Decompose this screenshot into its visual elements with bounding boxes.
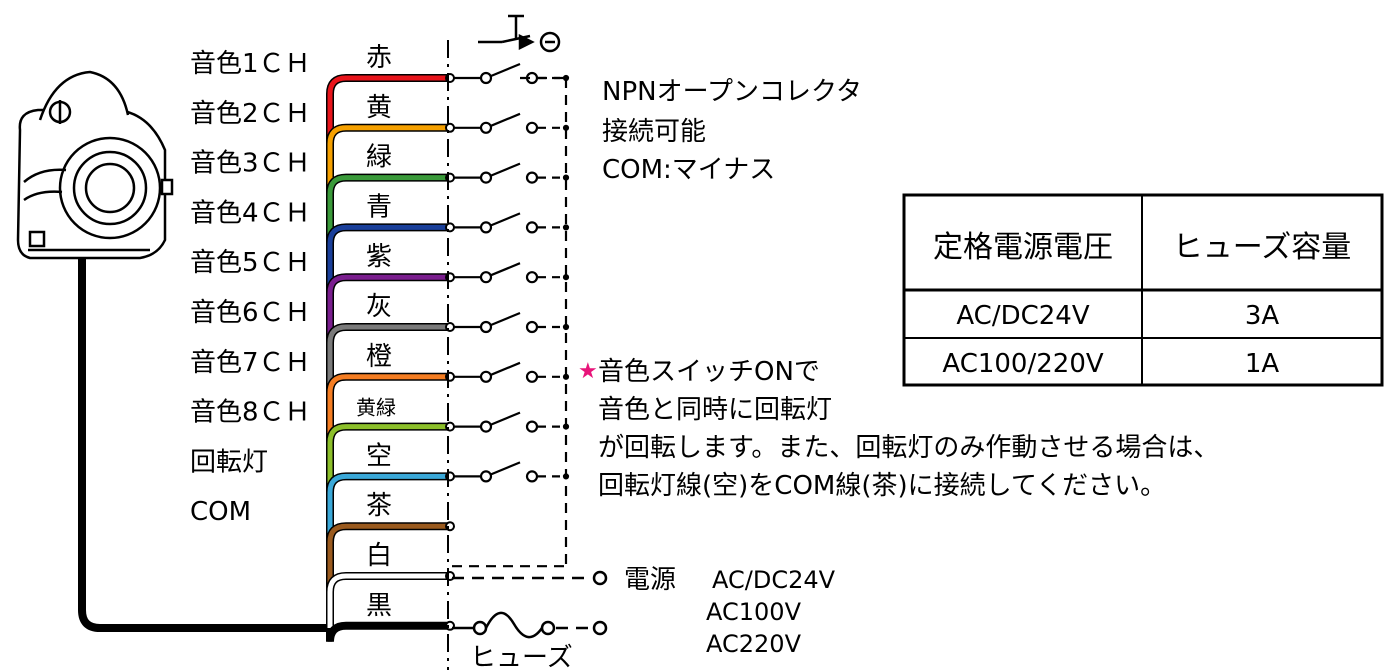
wire-1 xyxy=(327,125,448,628)
rotary-note: ★ 音色スイッチONで 音色と同時に回転灯 が回転します。また、回転灯のみ作動さ… xyxy=(578,357,1219,501)
rotary-note-line-1: 音色スイッチONで xyxy=(598,357,820,387)
switch-0 xyxy=(454,62,570,85)
channel-label-9: COM xyxy=(190,497,251,527)
rotary-note-line-2: 音色と同時に回転灯 xyxy=(598,395,832,425)
switch-8 xyxy=(454,461,570,483)
wire-8-color-label: 空 xyxy=(366,441,392,471)
switch-4 xyxy=(454,262,570,284)
channel-label-5: 音色6ＣＨ xyxy=(190,298,311,328)
switch-2 xyxy=(454,162,570,184)
wire-0 xyxy=(327,75,448,628)
main-cable xyxy=(78,258,330,632)
channel-label-0: 音色1ＣＨ xyxy=(190,49,311,79)
switch-3 xyxy=(454,212,570,234)
wire-5-color-label: 灰 xyxy=(366,292,392,322)
rotary-note-line-4: 回転灯線(空)をCOM線(茶)に接続してください。 xyxy=(598,471,1166,501)
switch-1 xyxy=(454,112,570,134)
wire-7 xyxy=(327,424,448,628)
channel-label-1: 音色2ＣＨ xyxy=(190,99,311,129)
speaker-device-icon xyxy=(16,70,174,260)
wire-4 xyxy=(327,274,448,628)
power-voltage-3: AC220V xyxy=(706,630,802,658)
wire-3-color-label: 青 xyxy=(366,192,392,222)
wire-5 xyxy=(327,324,448,628)
wire-2 xyxy=(327,175,448,628)
channel-label-8: 回転灯 xyxy=(190,447,268,477)
power-label: 電源 xyxy=(624,565,676,595)
switch-column xyxy=(452,62,570,568)
wire-6-color-label: 橙 xyxy=(366,342,392,372)
channel-label-4: 音色5ＣＨ xyxy=(190,248,311,278)
wire-6 xyxy=(327,374,448,628)
rotary-note-line-3: が回転します。また、回転灯のみ作動させる場合は、 xyxy=(598,433,1219,463)
spec-table: 定格電源電圧 ヒューズ容量 AC/DC24V 3A AC100/220V 1A xyxy=(902,193,1384,387)
wire-0-color-label: 赤 xyxy=(366,43,392,73)
channel-label-2: 音色3ＣＨ xyxy=(190,149,311,179)
wire-10-color-label: 白 xyxy=(366,541,392,571)
channel-label-6: 音色7ＣＨ xyxy=(190,348,311,378)
channel-label-3: 音色4ＣＨ xyxy=(190,198,311,228)
wire-bundle xyxy=(326,73,455,643)
table-header-voltage: 定格電源電圧 xyxy=(933,230,1113,265)
npn-note: NPNオープンコレクタ 接続可能 COM:マイナス xyxy=(602,77,862,185)
table-cell-voltage-1: AC/DC24V xyxy=(956,301,1090,331)
npn-note-line-1: NPNオープンコレクタ xyxy=(602,77,862,107)
wire-8 xyxy=(327,473,448,628)
switch-6 xyxy=(454,361,570,383)
switch-5 xyxy=(454,311,570,334)
fuse-label: ヒューズ xyxy=(470,643,573,672)
top-switch-icon xyxy=(478,14,561,53)
wire-2-color-label: 緑 xyxy=(366,143,392,173)
wire-7-color-label: 黄緑 xyxy=(356,396,396,420)
channel-labels: 赤 音色1ＣＨ 黄 音色2ＣＨ 緑 音色3ＣＨ 青 音色4ＣＨ 紫 音色5ＣＨ 灰 音色6ＣＨ 橙 音色7… xyxy=(190,43,396,621)
wire-1-color-label: 黄 xyxy=(366,93,392,123)
channel-label-7: 音色8ＣＨ xyxy=(190,398,311,428)
table-cell-fuse-1: 3A xyxy=(1245,301,1280,331)
wire-9 xyxy=(327,523,448,628)
npn-note-line-2: 接続可能 xyxy=(602,117,706,147)
table-header-fuse: ヒューズ容量 xyxy=(1173,230,1352,265)
wire-4-color-label: 紫 xyxy=(366,242,392,272)
wire-10 xyxy=(327,573,448,628)
switch-7 xyxy=(454,411,570,433)
wire-11 xyxy=(327,623,448,642)
wire-3 xyxy=(327,224,448,628)
power-voltage-2: AC100V xyxy=(706,598,802,626)
table-cell-fuse-2: 1A xyxy=(1245,349,1280,379)
power-section: 電源 AC/DC24V AC100V AC220V xyxy=(452,565,836,658)
table-cell-voltage-2: AC100/220V xyxy=(942,349,1103,379)
power-voltage-1: AC/DC24V xyxy=(712,566,836,594)
wire-11-color-label: 黒 xyxy=(366,591,392,621)
star-mark: ★ xyxy=(578,359,598,384)
fuse-icon xyxy=(452,611,608,639)
wire-9-color-label: 茶 xyxy=(366,491,392,521)
npn-note-line-3: COM:マイナス xyxy=(602,155,775,185)
